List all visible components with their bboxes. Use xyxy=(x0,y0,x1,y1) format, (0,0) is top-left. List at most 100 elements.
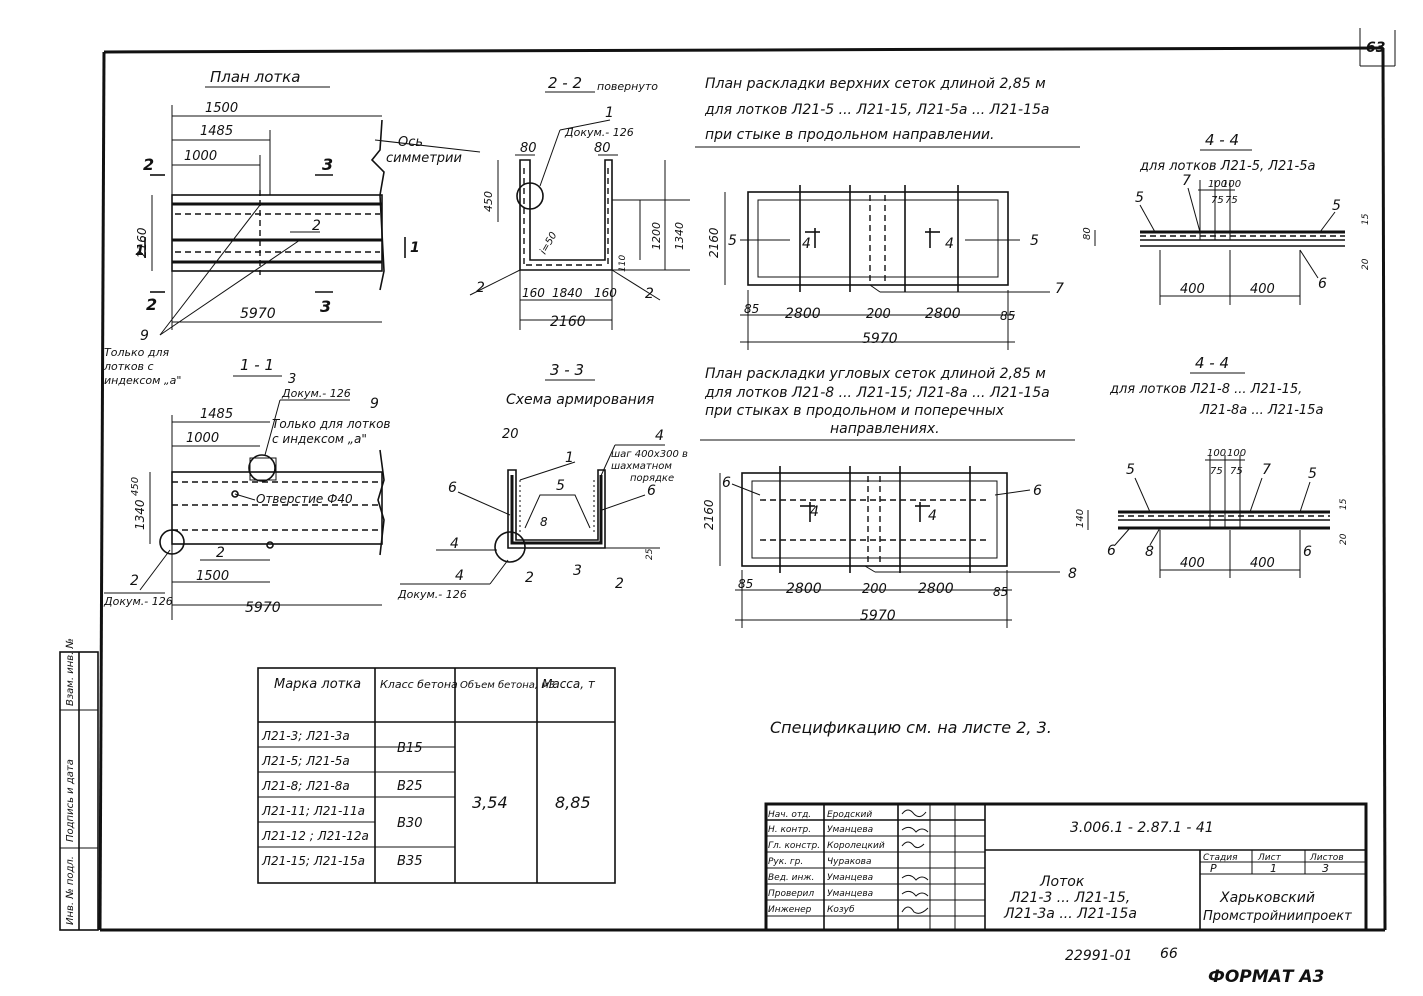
spec-table: Марка лотка Класс бетона Объем бетона, м… xyxy=(257,667,616,884)
role-2: Н. контр. xyxy=(768,825,811,835)
sec11-note-line1: Только для лотков xyxy=(272,417,390,431)
spec-mass: 8,85 xyxy=(555,793,591,812)
item-name-3: Л21-3а ... Л21-15а xyxy=(1003,906,1137,922)
sec44b-dim-400b: 400 xyxy=(1250,556,1275,571)
corner-mesh-title1: План раскладки угловых сеток длиной 2,85… xyxy=(705,366,1046,382)
role-4: Рук. гр. xyxy=(768,857,803,867)
sec11-dim-1485: 1485 xyxy=(200,407,233,422)
sec-mark-2-top: 2 xyxy=(143,155,154,174)
top-mesh-dim-5970: 5970 xyxy=(862,331,898,347)
corner-mesh-dim-5970: 5970 xyxy=(860,608,896,624)
corner-mesh-dim-2800a: 2800 xyxy=(786,581,822,597)
sec22-dim-80a: 80 xyxy=(520,141,537,156)
sec-mark-3-top: 3 xyxy=(322,155,333,174)
name-7: Козуб xyxy=(827,905,855,915)
sec44a-dim-100b: 100 xyxy=(1222,179,1241,190)
sec33-callout-4a: 4 xyxy=(655,428,664,444)
corner-mesh-title4: направлениях. xyxy=(830,421,940,437)
name-1: Еродский xyxy=(827,810,872,820)
sec11-dim-1000: 1000 xyxy=(186,431,219,446)
side-stamp: Инв. № подл. Подпись и дата Взам. инв. № xyxy=(59,638,99,931)
note-line2: лотков с xyxy=(103,360,154,373)
name-5: Уманцева xyxy=(827,873,873,883)
sec33-callout-1: 1 xyxy=(565,450,574,466)
stage-value: Р xyxy=(1210,862,1217,875)
top-mesh-sec4b: 4 xyxy=(945,236,954,252)
spec-header-mark: Марка лотка xyxy=(274,677,361,692)
sec44b-subtitle-2: Л21-8а ... Л21-15а xyxy=(1199,403,1323,418)
sec44b-title: 4 - 4 xyxy=(1195,354,1229,372)
sec44b-dim-100a: 100 xyxy=(1207,448,1226,459)
plan-corner-mesh: План раскладки угловых сеток длиной 2,85… xyxy=(700,366,1077,628)
spec-row-6-class: В35 xyxy=(397,854,422,869)
sec22-dim-450: 450 xyxy=(482,191,495,212)
axis-label-1: Ось xyxy=(398,135,423,150)
item-name-2: Л21-3 ... Л21-15, xyxy=(1009,890,1130,906)
top-mesh-callout-5b: 5 xyxy=(1030,233,1039,249)
sec33-callout-6b: 6 xyxy=(647,483,656,499)
sec33-callout-5: 5 xyxy=(556,478,565,494)
top-mesh-title3: при стыке в продольном направлении. xyxy=(705,127,994,143)
stamp-replace-label: Взам. инв. № xyxy=(65,638,76,706)
dim-2160: 2160 xyxy=(135,227,149,258)
sec44b-dim-75a: 75 xyxy=(1210,466,1223,477)
dim-5970: 5970 xyxy=(240,306,276,322)
sec33-callout-2a: 2 xyxy=(525,570,534,586)
title-block: Нач. отд. Н. контр. Гл. констр. Рук. гр.… xyxy=(764,802,1368,932)
note-line3: индексом „а" xyxy=(104,374,181,387)
spec-row-6-mark: Л21-15; Л21-15а xyxy=(261,854,365,868)
sec22-subtitle: повернуто xyxy=(597,80,658,93)
sec44b-dim-100b: 100 xyxy=(1227,448,1246,459)
sec44a-subtitle: для лотков Л21-5, Л21-5а xyxy=(1139,159,1316,174)
corner-mesh-callout-8: 8 xyxy=(1068,566,1077,582)
spec-row-1-mark: Л21-3; Л21-3а xyxy=(261,729,350,743)
section-3-3: 3 - 3 Схема армирования 20 1 4 шаг 400х3… xyxy=(397,361,688,601)
sec22-dim-110: 110 xyxy=(618,255,628,272)
sec44b-dim-15: 15 xyxy=(1339,498,1349,510)
sec33-callout-6a: 6 xyxy=(448,480,457,496)
spec-note: Спецификацию см. на листе 2, 3. xyxy=(770,718,1052,737)
sec44b-callout-6b: 6 xyxy=(1303,544,1312,560)
top-mesh-sec4a: 4 xyxy=(802,236,811,252)
spec-volume: 3,54 xyxy=(472,793,508,812)
sheet-header: Лист xyxy=(1257,853,1282,863)
sec33-step-line1: шаг 400х300 в xyxy=(611,449,688,460)
corner-mesh-sec4b: 4 xyxy=(928,508,937,524)
section-1-1: 1 - 1 3 Докум.- 126 9 Только для лотков … xyxy=(103,356,390,620)
spec-row-5-mark: Л21-12 ; Л21-12а xyxy=(261,829,369,843)
sec22-dim-1200: 1200 xyxy=(650,222,663,250)
sec22-dim-2160: 2160 xyxy=(550,314,586,330)
corner-mesh-callout-6a: 6 xyxy=(722,475,731,491)
sec44b-callout-5a: 5 xyxy=(1126,462,1135,478)
sec11-title: 1 - 1 xyxy=(240,356,274,374)
sec11-dim-1500: 1500 xyxy=(196,569,229,584)
top-mesh-callout-7: 7 xyxy=(1055,281,1064,297)
sec44a-dim-15: 15 xyxy=(1361,213,1371,225)
sheet-frame xyxy=(98,28,1396,932)
dim-1000: 1000 xyxy=(184,149,217,164)
top-mesh-dim-2160: 2160 xyxy=(707,227,721,258)
sec22-dim-1340: 1340 xyxy=(673,222,686,250)
sec44b-dim-20: 20 xyxy=(1339,533,1349,545)
spec-row-4-mark: Л21-11; Л21-11а xyxy=(261,804,365,818)
sec44a-dim-20: 20 xyxy=(1361,258,1371,270)
sec44b-callout-8: 8 xyxy=(1145,544,1154,560)
sec22-callout-1: 1 xyxy=(605,105,614,121)
sec22-dim-1840: 1840 xyxy=(552,286,583,300)
sec33-step-line2: шахматном xyxy=(611,461,672,472)
top-mesh-dim-85b: 85 xyxy=(1000,309,1015,323)
sec44a-dim-75b: 75 xyxy=(1225,195,1238,206)
sec11-doc-bottom: Докум.- 126 xyxy=(103,595,173,608)
sec11-callout-2b: 2 xyxy=(130,573,139,589)
corner-mesh-dim-2160: 2160 xyxy=(702,499,716,530)
corner-mesh-dim-85a: 85 xyxy=(738,577,753,591)
sec33-subtitle: Схема армирования xyxy=(506,392,654,408)
sec-mark-1-right: 1 xyxy=(410,240,420,256)
spec-row-3-mark: Л21-8; Л21-8а xyxy=(261,779,350,793)
sec44b-callout-5b: 5 xyxy=(1308,466,1317,482)
sec44a-callout-6: 6 xyxy=(1318,276,1327,292)
sec33-dim-25: 25 xyxy=(645,548,655,560)
sheet-value: 1 xyxy=(1270,862,1277,875)
bottom-code: 22991-01 xyxy=(1065,948,1132,964)
